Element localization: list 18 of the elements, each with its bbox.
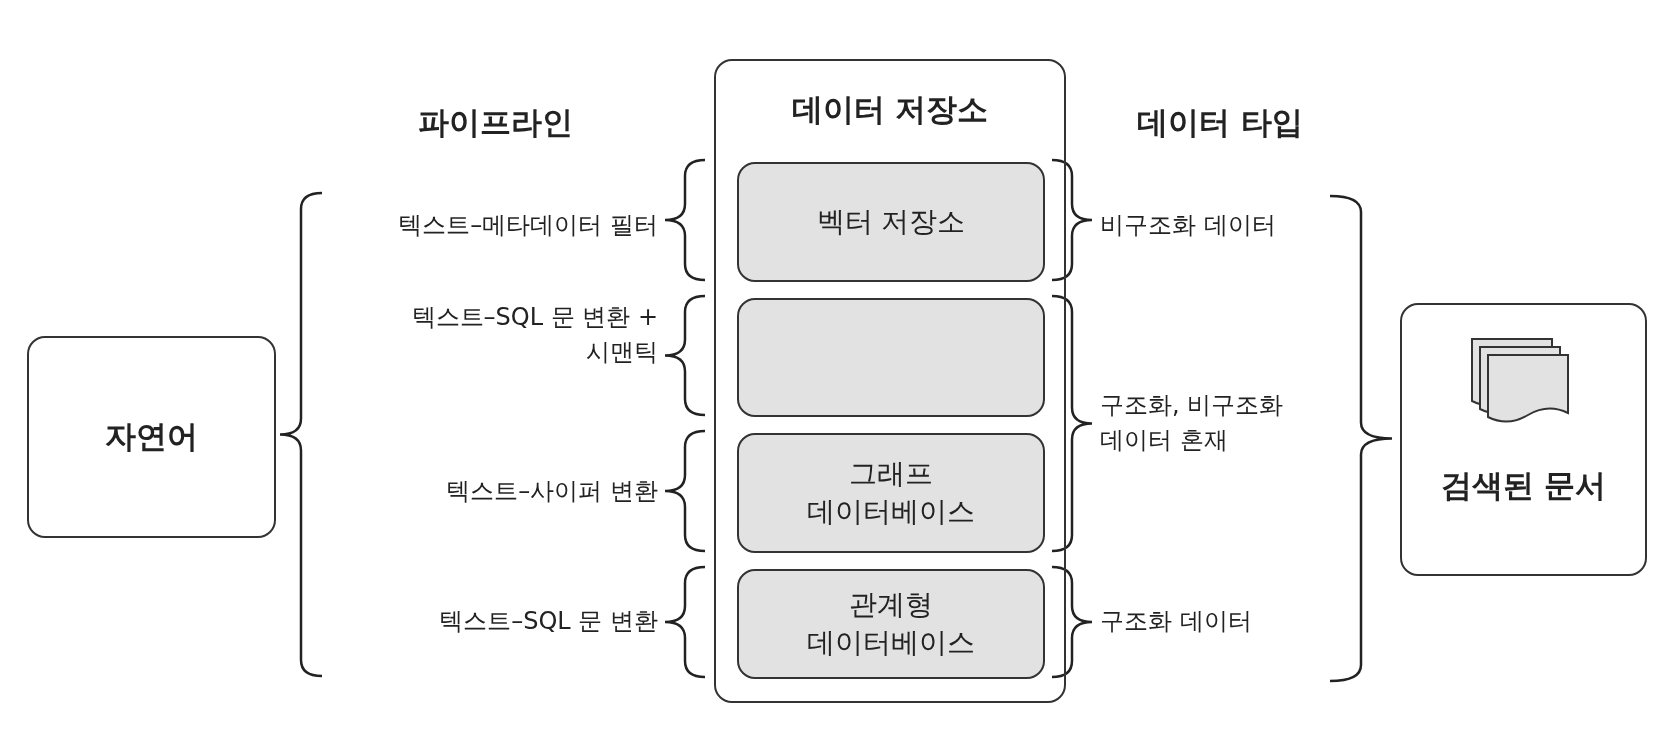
storage-box <box>737 298 1045 417</box>
brace-label: 텍스트–SQL 문 변환 <box>438 606 658 637</box>
column-heading: 파이프라인 <box>416 103 574 142</box>
storage-box: 관계형 데이터베이스 <box>737 569 1045 679</box>
process-box <box>1400 303 1647 576</box>
column-heading: 데이터 타입 <box>1136 103 1304 142</box>
brace-label: 비구조화 데이터 <box>1100 210 1277 241</box>
brace-label: 텍스트–사이퍼 변환 <box>445 476 658 507</box>
brace-label: 텍스트–메타데이터 필터 <box>397 210 658 241</box>
brace-label: 텍스트–SQL 문 변환 + 시맨틱 <box>410 302 658 368</box>
brace-label: 구조화, 비구조화 데이터 혼재 <box>1100 390 1285 456</box>
storage-box: 그래프 데이터베이스 <box>737 433 1045 553</box>
container-box <box>714 59 1066 703</box>
brace-label: 구조화 데이터 <box>1100 606 1253 637</box>
storage-box: 벡터 저장소 <box>737 162 1045 282</box>
node-text: 검색된 문서 <box>1439 466 1608 505</box>
container-title: 데이터 저장소 <box>790 90 990 129</box>
process-box: 자연어 <box>27 336 276 538</box>
